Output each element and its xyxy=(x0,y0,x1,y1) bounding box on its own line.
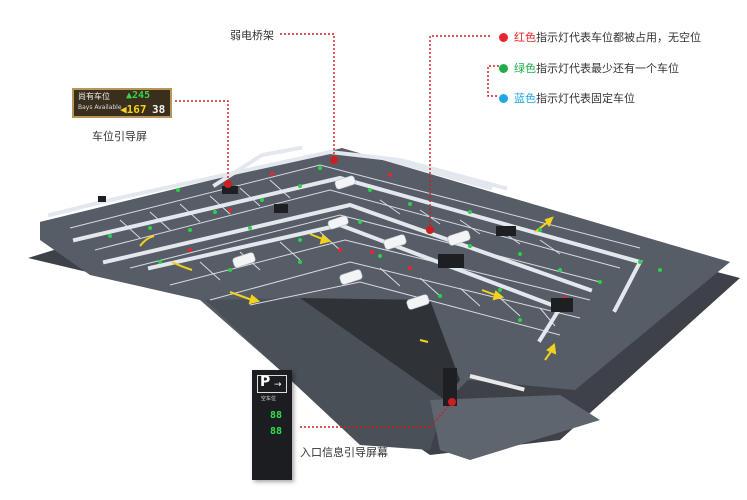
camera xyxy=(98,196,106,202)
guide-sign-count-right: 38 xyxy=(152,103,166,116)
cable-tray-label: 弱电桥架 xyxy=(230,29,274,42)
guide-sign xyxy=(274,204,288,213)
hanging-guide-signs xyxy=(98,186,573,406)
car xyxy=(406,294,430,310)
ramp-shadow xyxy=(300,298,460,400)
entrance-lane xyxy=(430,395,600,460)
car xyxy=(383,234,407,250)
parking-floor xyxy=(40,148,730,440)
legend-red: 红色 指示灯代表车位都被占用，无空位 xyxy=(499,29,701,45)
red-dot-icon xyxy=(499,32,508,42)
legend-blue-text: 指示灯代表固定车位 xyxy=(536,92,635,105)
barrier-gate xyxy=(469,374,525,392)
car xyxy=(339,269,363,285)
legend-green-text: 指示灯代表最少还有一个车位 xyxy=(536,62,679,75)
guide-screen-panel: 尚有车位 Bays Available ▲245 ◀167 38 xyxy=(72,88,172,118)
entrance-screen-label: 入口信息引导屏幕 xyxy=(300,446,388,459)
blue-dot-icon xyxy=(499,93,508,103)
parking-p-icon: P xyxy=(260,374,271,390)
guide-sign xyxy=(222,186,238,194)
entrance-digits-1: 88 xyxy=(270,410,283,421)
entrance-sign xyxy=(443,368,457,406)
arrow-right-icon: → xyxy=(274,380,282,390)
direction-arrows xyxy=(139,216,557,361)
guide-sign-subtitle: Bays Available xyxy=(78,104,122,111)
ramp xyxy=(205,298,445,450)
guide-sign-count-top: ▲245 xyxy=(126,90,151,101)
guide-sign-count-left: ◀167 xyxy=(120,103,147,116)
legend-green: 绿色 指示灯代表最少还有一个车位 xyxy=(499,60,679,76)
legend-red-text: 指示灯代表车位都被占用，无空位 xyxy=(536,31,701,44)
parking-sign-box xyxy=(257,375,287,393)
callout-dots xyxy=(224,156,456,406)
entrance-sign-title: 空车位 xyxy=(261,396,277,402)
car xyxy=(327,215,349,230)
cars xyxy=(232,175,471,310)
guide-sign xyxy=(438,254,464,268)
guide-sign-title: 尚有车位 xyxy=(78,92,110,101)
legend-blue-color: 蓝色 xyxy=(514,92,536,105)
guide-sign xyxy=(496,226,516,236)
car xyxy=(232,252,256,268)
car xyxy=(447,230,471,246)
guide-screen-label: 车位引导屏 xyxy=(92,130,147,143)
cable-trays xyxy=(47,145,643,343)
green-dot-icon xyxy=(499,63,508,73)
entrance-screen-pillar: P → 空车位 88 88 xyxy=(252,370,292,480)
entrance-digits-2: 88 xyxy=(270,426,283,437)
legend-red-color: 红色 xyxy=(514,31,536,44)
legend-blue: 蓝色 指示灯代表固定车位 xyxy=(499,90,635,106)
guide-sign xyxy=(551,298,573,312)
callout-lines xyxy=(175,33,499,428)
bay-indicator-lights xyxy=(108,166,662,322)
legend-green-color: 绿色 xyxy=(514,62,536,75)
car xyxy=(334,175,356,190)
